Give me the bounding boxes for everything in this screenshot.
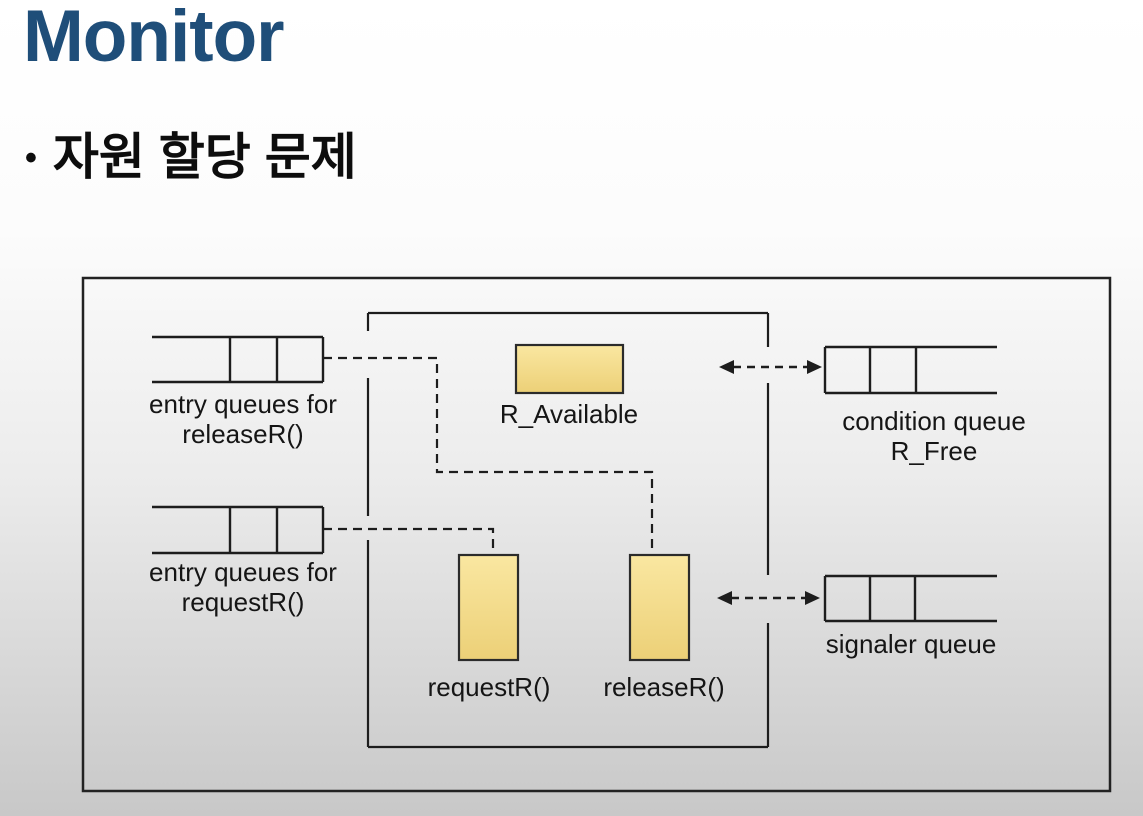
- slide-title: Monitor: [23, 0, 285, 77]
- r-available-box: [514, 343, 625, 395]
- condition-queue-shape: [823, 345, 997, 395]
- entry-queue-request-label: entry queues for requestR(): [149, 557, 337, 617]
- requestr-box: [457, 553, 520, 662]
- bullet-marker: •: [25, 138, 37, 177]
- signaler-queue-label: signaler queue: [825, 629, 997, 659]
- dashed-connector-request: [323, 527, 495, 553]
- bullet-item: • 자원 할당 문제: [25, 130, 357, 185]
- releaser-method-label: releaseR(): [603, 672, 725, 702]
- bidirectional-arrow-condition: [719, 360, 822, 374]
- entry-queue-request-shape: [152, 505, 325, 555]
- entry-queue-release-shape: [152, 335, 325, 384]
- outer-box: [81, 276, 1112, 793]
- requestr-method-label: requestR(): [427, 672, 551, 702]
- dashed-connector-release: [323, 356, 654, 553]
- releaser-box: [628, 553, 691, 662]
- r-available-label: R_Available: [499, 399, 639, 429]
- bullet-text: 자원 할당 문제: [52, 129, 357, 185]
- entry-queue-release-label: entry queues for releaseR(): [149, 389, 337, 449]
- bidirectional-arrow-signaler: [717, 591, 820, 605]
- condition-queue-label: condition queue R_Free: [842, 406, 1026, 466]
- signaler-queue-shape: [823, 574, 997, 623]
- monitor-box: [366, 311, 770, 749]
